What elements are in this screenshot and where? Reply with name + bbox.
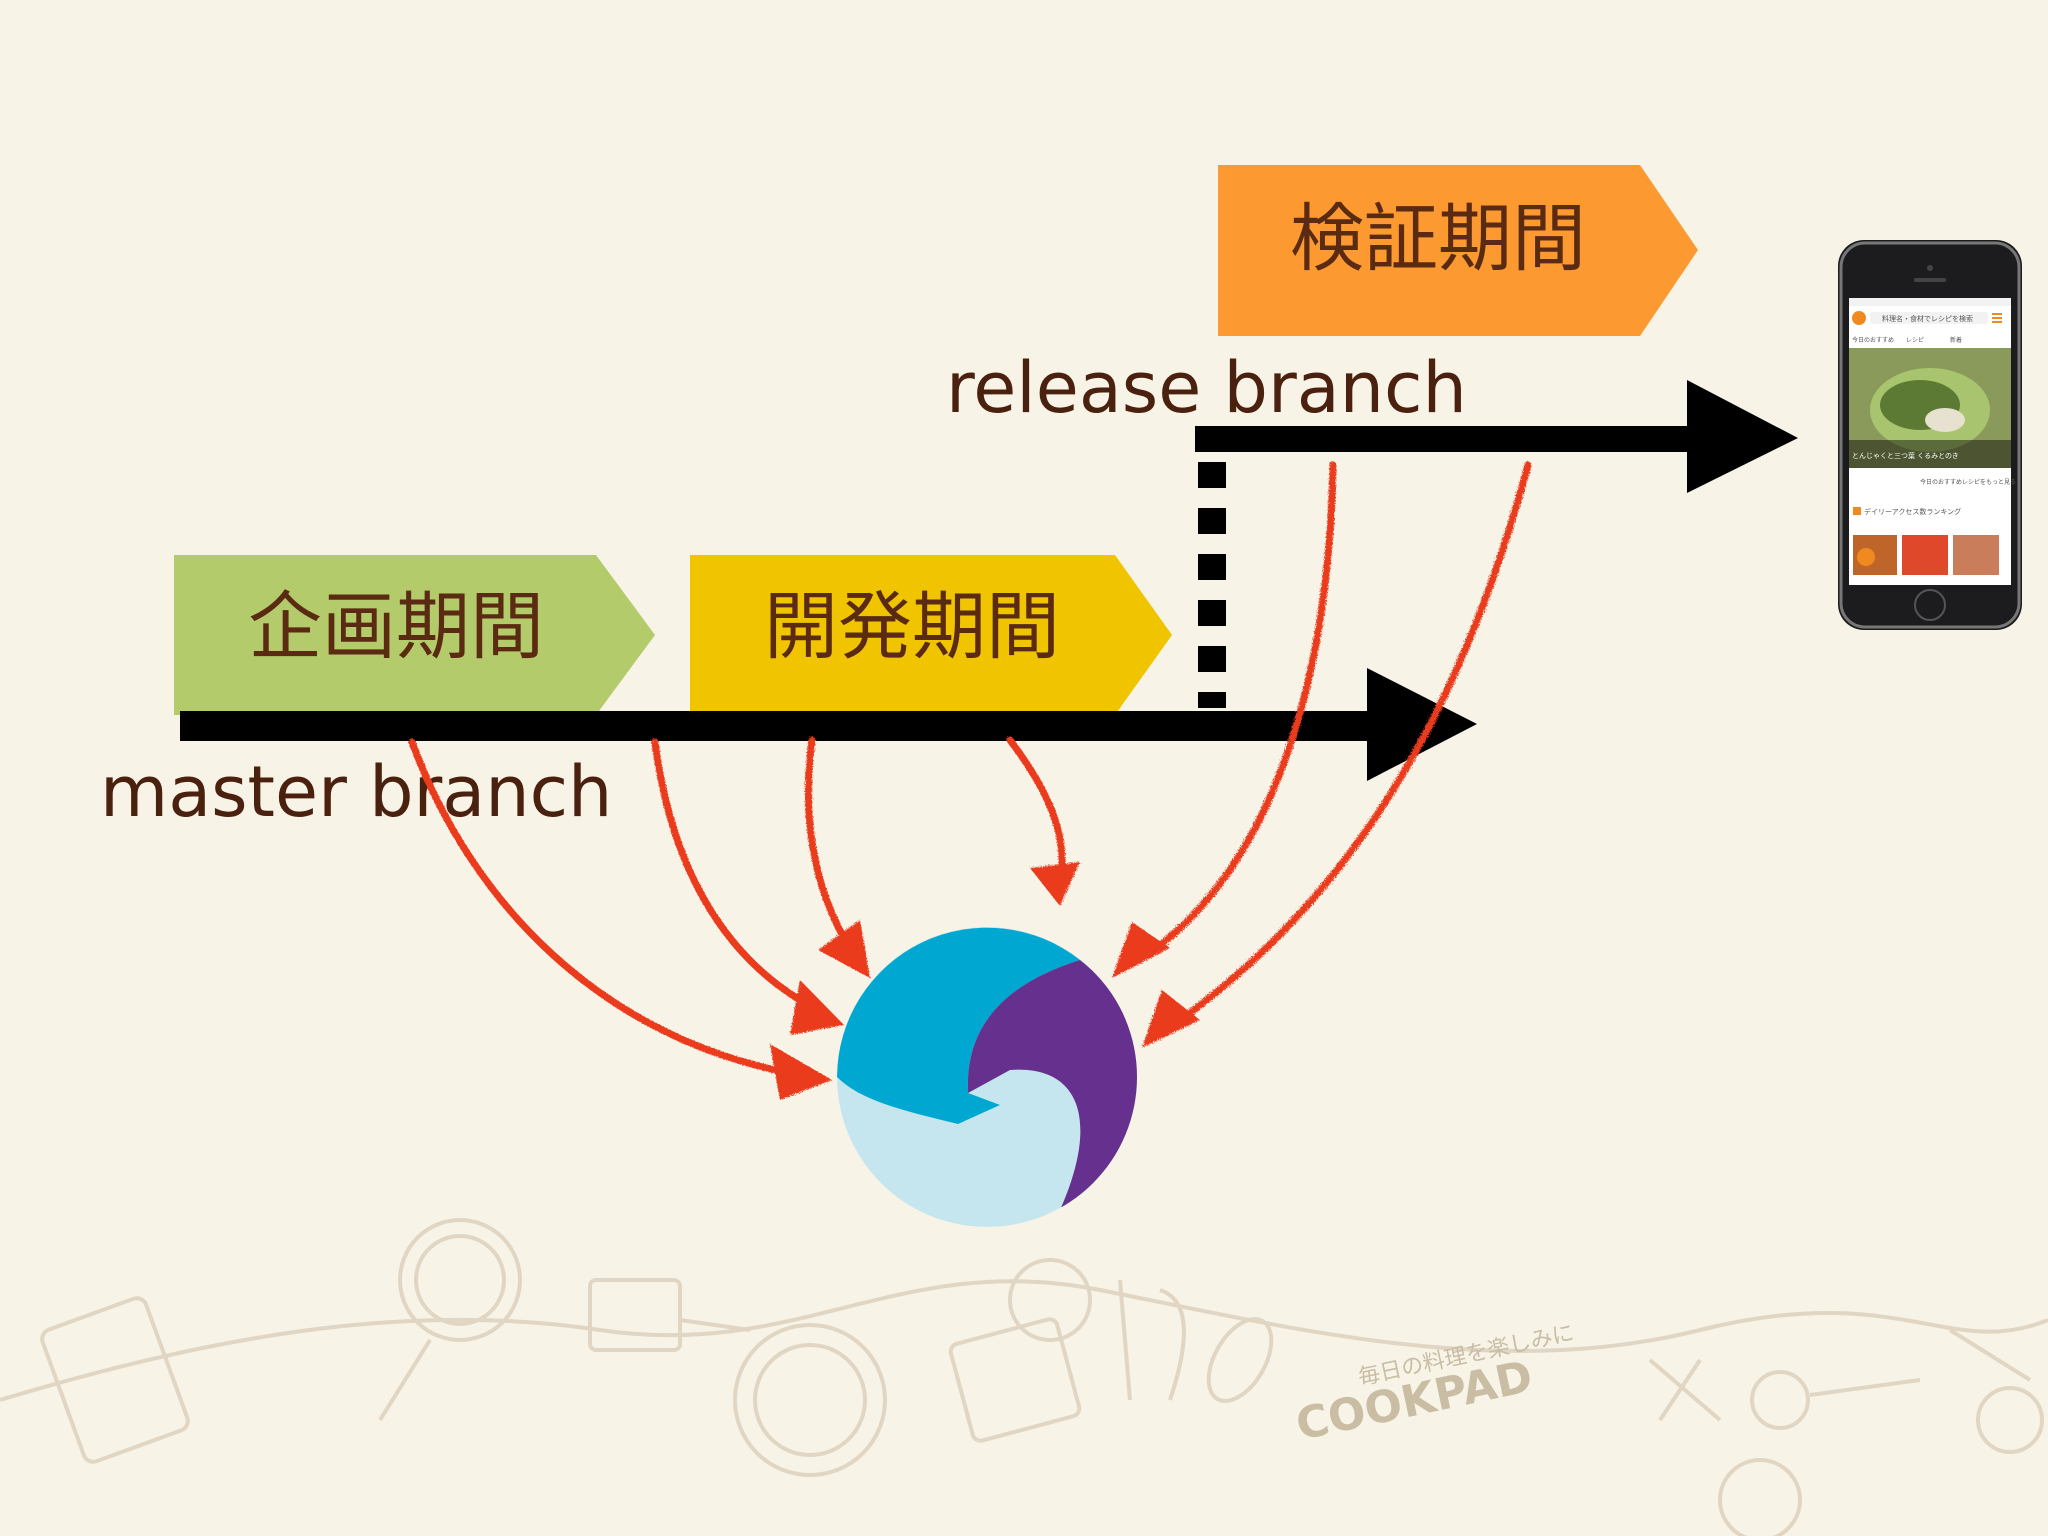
background-watermark [0, 1218, 2048, 1536]
phone-tab-1: レシピ [1906, 337, 1924, 344]
phase-planning-shape [174, 555, 655, 715]
cookpad-logo-icon [1852, 311, 1866, 325]
phase-planning: 企画期間 [174, 555, 655, 715]
phase-verification-shape [1218, 165, 1698, 336]
phone-more-link: 今日のおすすめレシピをもっと見る [1920, 478, 2016, 486]
phone-ranking-thumb [1902, 535, 1948, 575]
release-branch-arrow [1195, 380, 1798, 493]
phone-tab-0: 今日のおすすめ [1852, 336, 1894, 344]
phone-ranking-title: デイリーアクセス数ランキング [1864, 507, 1961, 516]
phase-verification: 検証期間 [1218, 165, 1698, 336]
phone-search-field [1870, 312, 1988, 324]
phone-feature-caption: とんじゃくと三つ葉 くるみとのき [1852, 451, 1959, 460]
phone-search-placeholder: 料理名・食材でレシピを検索 [1882, 314, 1973, 323]
phone-tab-2: 新着 [1950, 336, 1962, 344]
master-branch-label: master branch [100, 751, 612, 833]
commit-arrows [408, 461, 1532, 1100]
phase-development: 開発期間 [690, 555, 1172, 715]
master-branch-arrow [180, 668, 1477, 781]
phase-verification-label: 検証期間 [1290, 196, 1586, 282]
phone-ranking-thumb [1953, 535, 1999, 575]
smartphone: 料理名・食材でレシピを検索 今日のおすすめ レシピ 新着 とんじゃくと三つ葉 く… [1838, 240, 2022, 630]
phase-development-shape [690, 555, 1172, 715]
phase-development-label: 開発期間 [764, 584, 1060, 670]
release-branch-label: release branch [946, 347, 1467, 429]
phase-planning-label: 企画期間 [248, 584, 544, 670]
ci-service-logo [837, 927, 1137, 1227]
phone-screen: 料理名・食材でレシピを検索 今日のおすすめ レシピ 新着 とんじゃくと三つ葉 く… [1849, 298, 2016, 585]
